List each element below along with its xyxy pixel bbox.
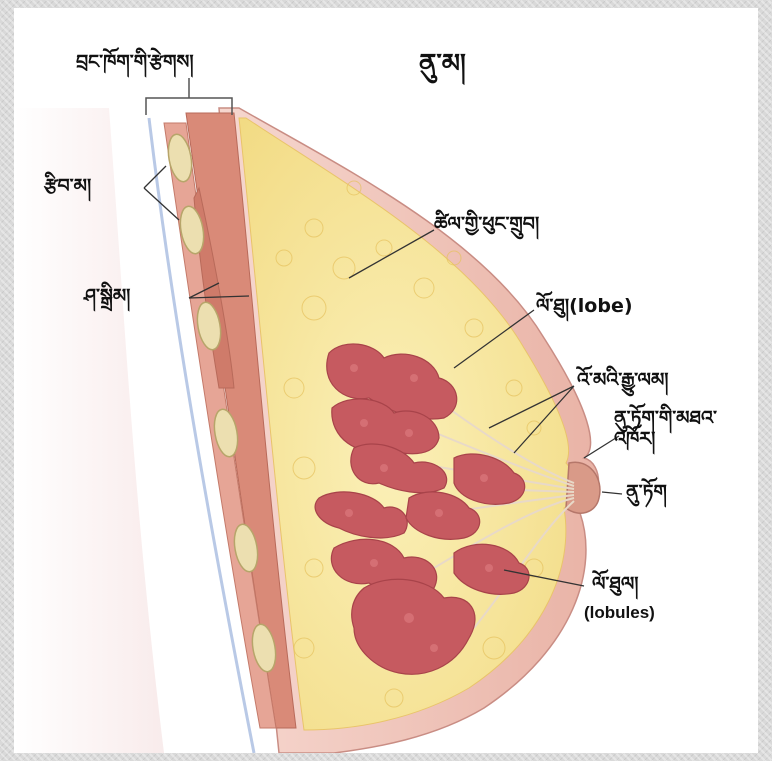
- label-nipple: ནུ་ཏོག: [626, 482, 667, 503]
- nipple-leader: [602, 492, 622, 494]
- label-muscle: ཤ་སྒྲིམ།: [84, 286, 130, 307]
- label-lobules-tibetan: ལོ་ཐུལ།: [592, 574, 639, 595]
- diagram-panel: ནུ་མ། བྲང་ཁོག་གི་རྩེགས། རྩིབ་མ། ཤ་སྒྲིམ།…: [14, 8, 758, 753]
- label-fatty-tissue: ཚིལ་གྱི་ཕུང་གྲུབ།: [434, 214, 539, 235]
- label-ribs: རྩིབ་མ།: [44, 176, 91, 197]
- label-areola: ནུ་ཏོག་གི་མཐའ་འཁོར།: [614, 408, 749, 450]
- label-lobe: ལོ་ཐུ།(lobe): [536, 296, 633, 317]
- diagram-title: ནུ་མ།: [419, 50, 466, 79]
- label-lobules-english: (lobules): [584, 604, 655, 623]
- body-shadow: [14, 108, 164, 753]
- label-chest-wall: བྲང་ཁོག་གི་རྩེགས།: [76, 52, 194, 73]
- label-ducts: འོ་མའི་རྒྱུ་ལམ།: [577, 370, 669, 391]
